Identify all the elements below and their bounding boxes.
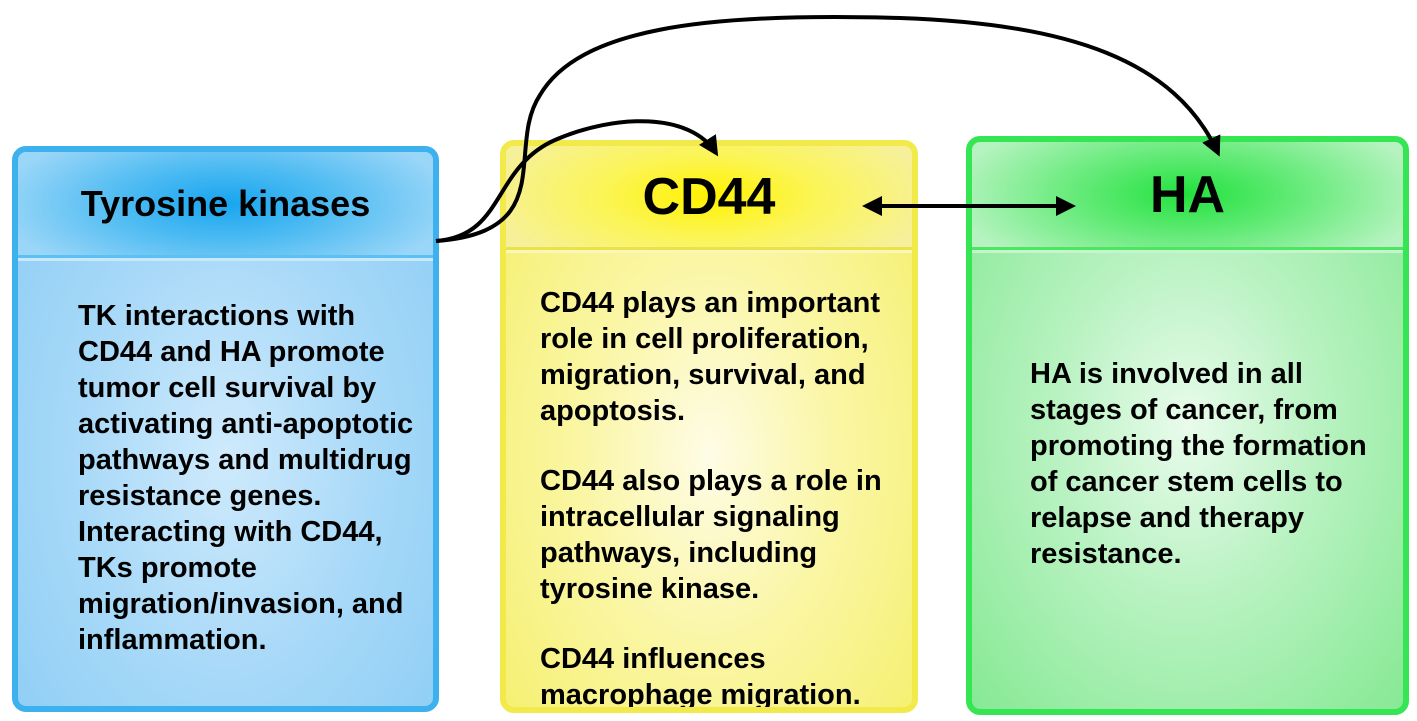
cd44-divider bbox=[506, 247, 912, 250]
cd44-title: CD44 bbox=[506, 146, 912, 247]
ha-text: HA is involved in all stages of cancer, … bbox=[1030, 358, 1367, 570]
cd44-description: CD44 plays an important role in cell pro… bbox=[540, 285, 910, 711]
tyrosine-kinases-title: Tyrosine kinases bbox=[18, 152, 433, 255]
tyrosine-kinases-text: TK interactions with CD44 and HA promote… bbox=[78, 300, 414, 656]
ha-description: HA is involved in all stages of cancer, … bbox=[1030, 356, 1390, 572]
ha-box: HA HA is involved in all stages of cance… bbox=[966, 136, 1409, 715]
tyrosine-kinases-box: Tyrosine kinases TK interactions with CD… bbox=[12, 146, 439, 712]
tyrosine-kinases-description: TK interactions with CD44 and HA promote… bbox=[78, 298, 428, 658]
ha-title: HA bbox=[972, 142, 1403, 247]
tyrosine-kinases-divider bbox=[18, 255, 433, 258]
cd44-paragraph-2: CD44 also plays a role in intracellular … bbox=[540, 465, 882, 605]
cd44-paragraph-3: CD44 influences macrophage migration. bbox=[540, 643, 861, 711]
cd44-paragraph-1: CD44 plays an important role in cell pro… bbox=[540, 287, 881, 427]
cd44-box: CD44 CD44 plays an important role in cel… bbox=[500, 140, 918, 713]
ha-divider bbox=[972, 247, 1403, 250]
